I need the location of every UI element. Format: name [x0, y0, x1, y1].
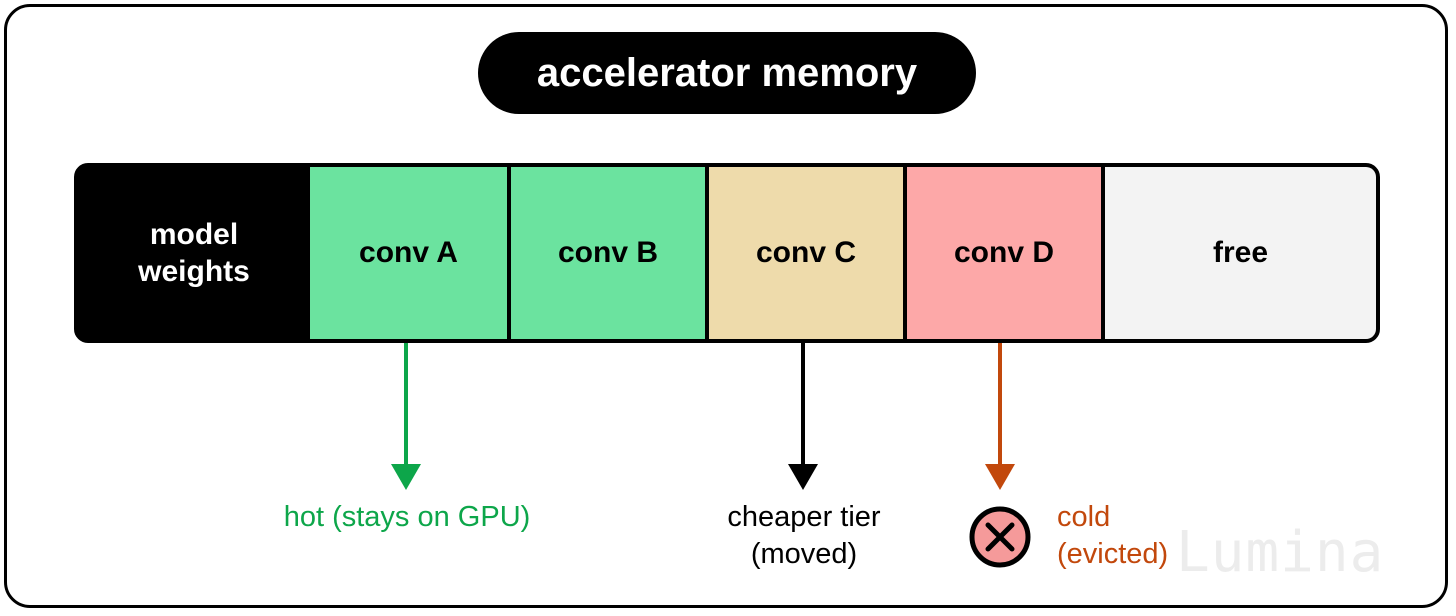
segment-free: free	[1101, 167, 1376, 339]
segment-conv-b: conv B	[507, 167, 705, 339]
label-cheaper-line2: (moved)	[750, 538, 858, 570]
title-text: accelerator memory	[536, 50, 918, 95]
segment-conv-d-label: conv D	[953, 236, 1055, 270]
segment-conv-c-label: conv C	[755, 236, 857, 270]
arrow-hot	[391, 343, 421, 490]
segment-free-label: free	[1212, 236, 1269, 270]
segment-conv-d: conv D	[903, 167, 1101, 339]
label-cold-line2: (evicted)	[1057, 538, 1169, 570]
segment-model-weights-line1: model	[149, 217, 239, 251]
arrow-cold	[985, 343, 1015, 490]
label-cheaper-line1: cheaper tier	[727, 501, 881, 533]
segment-model-weights-line2: weights	[138, 255, 250, 288]
label-hot-text: hot (stays on GPU)	[283, 501, 531, 533]
segment-conv-c: conv C	[705, 167, 903, 339]
segment-model-weights: model weights	[78, 167, 310, 339]
x-circle-icon	[969, 506, 1031, 568]
watermark: Lumina	[1176, 520, 1385, 585]
label-hot: hot (stays on GPU)	[250, 499, 564, 536]
arrow-cheaper	[788, 343, 818, 490]
memory-bar: model weights conv A conv B conv C conv …	[74, 163, 1380, 343]
label-cold-line1: cold	[1057, 501, 1111, 533]
title-pill: accelerator memory	[478, 32, 976, 114]
label-cold: cold (evicted)	[1057, 499, 1168, 573]
segment-conv-b-label: conv B	[557, 236, 659, 270]
label-cheaper-tier: cheaper tier (moved)	[690, 499, 918, 573]
segment-conv-a-label: conv A	[359, 236, 458, 270]
segment-conv-a: conv A	[310, 167, 507, 339]
